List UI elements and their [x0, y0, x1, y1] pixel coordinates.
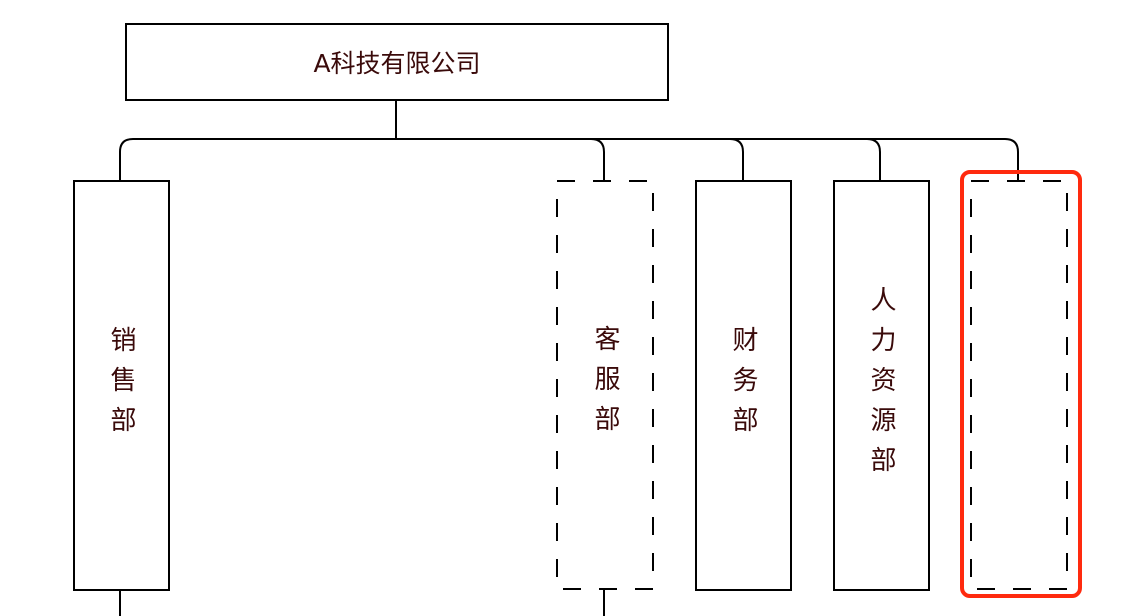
branch-caiwu [729, 138, 744, 181]
root-label: A科技有限公司 [313, 49, 481, 78]
dept-label: 财务部 [728, 325, 758, 446]
selection-highlight [960, 170, 1082, 598]
dept-node-customer-service[interactable]: 客服部 [557, 180, 654, 589]
root-node[interactable]: A科技有限公司 [125, 23, 669, 101]
dept-label: 销售部 [106, 325, 136, 446]
branch-bus [119, 138, 1019, 181]
empty-dashed-border [970, 180, 1068, 590]
dept-label: 客服部 [590, 324, 620, 445]
kefu-dashed-border [556, 180, 654, 590]
dept-node-finance[interactable]: 财务部 [695, 180, 792, 591]
dept-node-hr[interactable]: 人力资源部 [833, 180, 930, 591]
branch-hr [866, 138, 881, 181]
dept-node-sales[interactable]: 销售部 [73, 180, 170, 591]
dept-label: 人力资源部 [866, 285, 896, 486]
branch-kefu [590, 138, 605, 181]
